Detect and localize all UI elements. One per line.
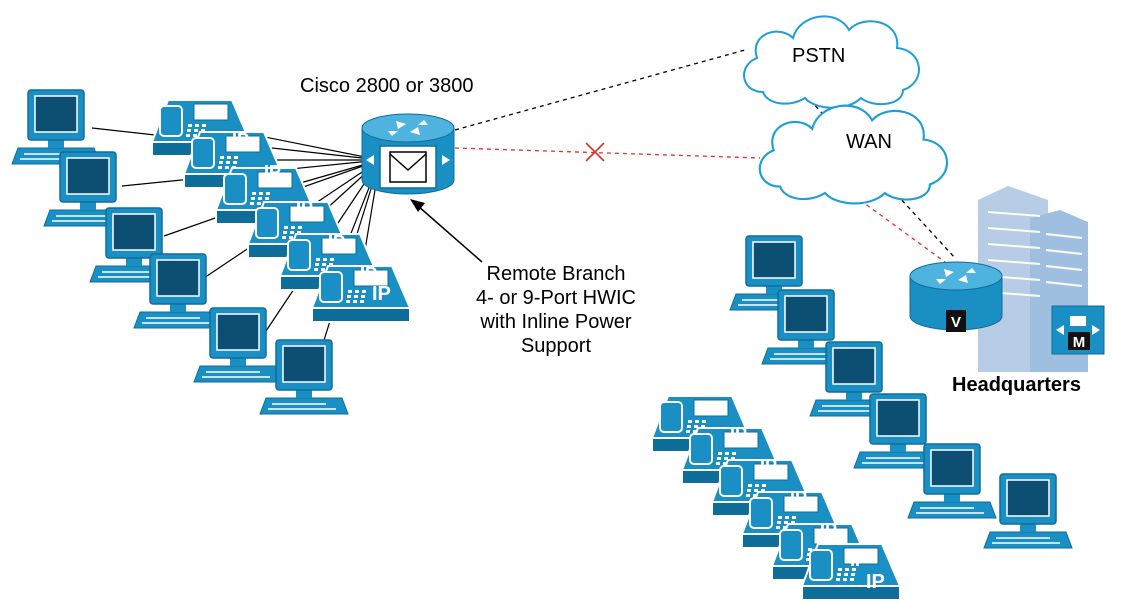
pointer-arrowhead — [410, 199, 425, 212]
failed-wan-link — [454, 147, 761, 159]
ip-badge: IP — [232, 130, 249, 150]
pointer-arrow — [417, 205, 483, 263]
ip-badge: IP — [760, 456, 777, 476]
branch-router-icon — [361, 113, 455, 195]
ip-badge: IP — [820, 520, 837, 540]
ip-badge: IP — [296, 198, 313, 218]
ip-badge: IP — [850, 550, 867, 570]
pstn-link — [454, 49, 746, 131]
ip-badge: IP — [866, 571, 885, 593]
branch-caption-line: with Inline Power — [480, 311, 632, 333]
pc-icon — [133, 253, 223, 329]
branch-caption-line: Support — [520, 335, 592, 357]
manager-badge: M — [1073, 334, 1086, 351]
ip-badge: IP — [372, 283, 391, 305]
ip-badge: IP — [264, 162, 281, 182]
pstn-label: PSTN — [792, 45, 846, 67]
branch-caption: Remote Branch 4- or 9-Port HWIC with Inl… — [466, 262, 646, 358]
building-icon — [978, 186, 1088, 372]
ip-badge: IP — [790, 488, 807, 508]
pc-icon — [983, 473, 1073, 549]
voice-badge: V — [951, 314, 961, 331]
branch-caption-line: Remote Branch — [486, 263, 626, 285]
hq-voice-router-icon: V — [909, 261, 1003, 332]
call-manager-icon: M — [1051, 305, 1105, 355]
hq-wan-link — [859, 199, 946, 263]
ip-badge: IP — [328, 232, 345, 252]
branch-caption-line: 4- or 9-Port HWIC — [475, 287, 637, 309]
wan-cloud-icon — [758, 104, 949, 205]
ip-badge: IP — [730, 424, 747, 444]
wan-label: WAN — [846, 131, 892, 153]
hq-label: Headquarters — [952, 374, 1081, 396]
ip-badge: IP — [360, 264, 377, 284]
link-failure-x-icon — [585, 142, 605, 162]
router-caption: Cisco 2800 or 3800 — [300, 75, 474, 97]
